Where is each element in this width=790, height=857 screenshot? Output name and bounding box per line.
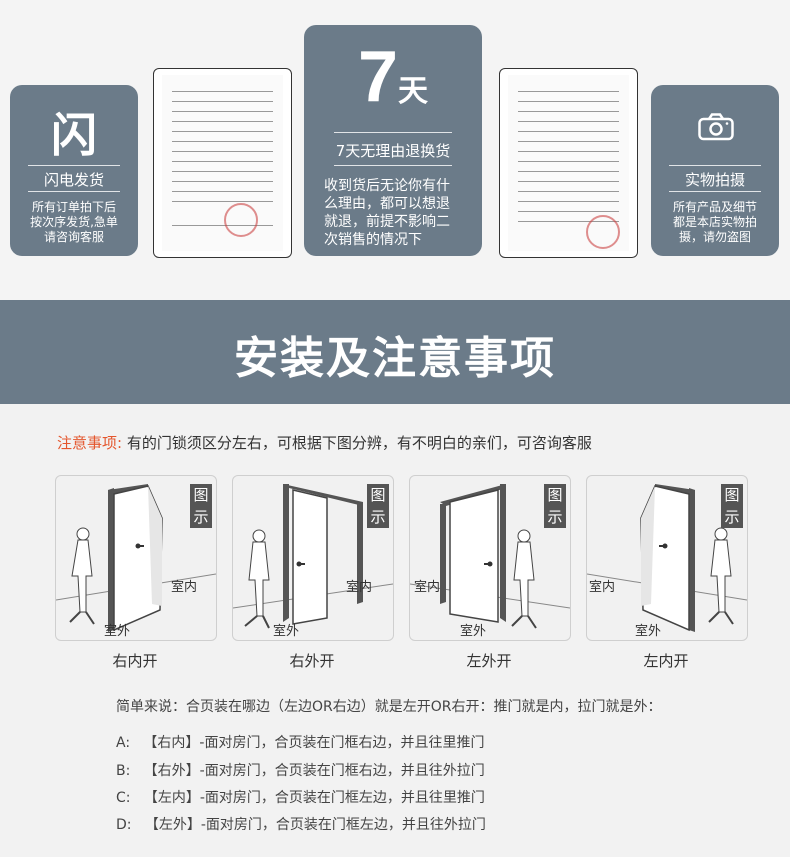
door-illustration (233, 484, 393, 629)
flash-title: 闪电发货 (43, 171, 104, 189)
divider (334, 165, 452, 166)
indoor-label: 室内 (171, 580, 198, 595)
door-illustration (56, 484, 216, 632)
camera-icon (698, 113, 734, 141)
report-document (508, 75, 629, 251)
seven-day-return-card: 7天 7天无理由退换货 收到货后无论你有什 么理由，都可以想退 就退，前提不影响… (304, 25, 482, 256)
tag-char: 图 (547, 486, 563, 504)
return-unit: 天 (398, 74, 429, 109)
diagram-tag: 图 示 (721, 484, 743, 528)
section-title: 安装及注意事项 (234, 333, 556, 384)
desc-line: 都是本店实物拍 (672, 215, 757, 229)
desc-line: 就退，前提不影响二 (324, 214, 450, 230)
return-badge: 7天 (304, 37, 482, 117)
desc-line: 请咨询客服 (43, 230, 104, 244)
photo-title: 实物拍摄 (684, 171, 745, 189)
desc-line: 次销售的情况下 (324, 232, 422, 248)
diagram-tag: 图 示 (367, 484, 389, 528)
tag-char: 图 (724, 486, 740, 504)
door-illustration (410, 484, 570, 629)
divider (28, 191, 120, 192)
door-diagram-right-in: 图 示 室内 室外 (55, 475, 217, 641)
tag-char: 图 (193, 486, 209, 504)
notice-text: 有的门锁须区分左右，可根据下图分辨，有不明白的亲们，可咨询客服 (122, 434, 592, 452)
return-title: 7天无理由退换货 (335, 142, 451, 160)
indoor-label: 室内 (414, 580, 441, 595)
tag-char: 示 (193, 508, 209, 526)
flash-icon: 闪 (51, 108, 97, 162)
tag-char: 示 (547, 508, 563, 526)
notice-label: 注意事项: (57, 434, 123, 452)
door-caption-left-in: 左内开 (643, 652, 689, 670)
desc-line: 摄，请勿盗图 (678, 230, 751, 244)
desc-line: 所有订单拍下后 (31, 200, 116, 214)
door-diagram-right-out: 图 示 室内 室外 (232, 475, 394, 641)
return-desc: 收到货后无论你有什 么理由，都可以想退 就退，前提不影响二 次销售的情况下 (324, 177, 468, 249)
indoor-label: 室内 (346, 580, 373, 595)
diagram-tag: 图 示 (544, 484, 566, 528)
rule-a: A: 【右内】-面对房门，合页装在门框右边，并且往里推门 (116, 735, 485, 751)
door-caption-left-out: 左外开 (466, 652, 512, 670)
return-days: 7 (357, 37, 399, 117)
desc-line: 所有产品及细节 (672, 200, 757, 214)
seal-icon (586, 215, 620, 249)
door-illustration (587, 484, 747, 632)
seal-icon (224, 203, 258, 237)
outdoor-label: 室外 (273, 624, 300, 639)
divider (334, 132, 452, 133)
section-banner: 安装及注意事项 (0, 300, 790, 404)
photo-desc: 所有产品及细节 都是本店实物拍 摄，请勿盗图 (651, 200, 779, 245)
rule-b: B: 【右外】-面对房门，合页装在门框右边，并且往外拉门 (116, 763, 485, 779)
test-report-image-left (153, 68, 292, 258)
door-caption-right-in: 右内开 (112, 652, 158, 670)
flash-desc: 所有订单拍下后 按次序发货,急单 请咨询客服 (10, 200, 138, 245)
door-diagram-left-in: 图 示 室内 室外 (586, 475, 748, 641)
tag-char: 示 (724, 508, 740, 526)
tag-char: 示 (370, 508, 386, 526)
rule-c: C: 【左内】-面对房门，合页装在门框左边，并且往里推门 (116, 790, 485, 806)
service-banner: 闪 闪电发货 所有订单拍下后 按次序发货,急单 请咨询客服 (0, 0, 790, 300)
outdoor-label: 室外 (460, 624, 487, 639)
summary-text: 简单来说：合页装在哪边（左边OR右边）就是左开OR右开：推门就是内，拉门就是外： (116, 699, 662, 715)
divider (669, 191, 761, 192)
divider (669, 165, 761, 166)
divider (28, 165, 120, 166)
indoor-label: 室内 (589, 580, 616, 595)
test-report-image-right (499, 68, 638, 258)
tag-char: 图 (370, 486, 386, 504)
rule-d: D: 【左外】-面对房门，合页装在门框左边，并且往外拉门 (116, 817, 486, 833)
diagram-tag: 图 示 (190, 484, 212, 528)
desc-line: 按次序发货,急单 (30, 215, 118, 229)
outdoor-label: 室外 (104, 624, 131, 639)
desc-line: 收到货后无论你有什 (324, 178, 450, 194)
real-photo-card: 实物拍摄 所有产品及细节 都是本店实物拍 摄，请勿盗图 (651, 85, 779, 256)
outdoor-label: 室外 (635, 624, 662, 639)
door-caption-right-out: 右外开 (289, 652, 335, 670)
report-document (162, 75, 283, 251)
door-diagram-left-out: 图 示 室内 室外 (409, 475, 571, 641)
notice-line: 注意事项: 有的门锁须区分左右，可根据下图分辨，有不明白的亲们，可咨询客服 (57, 432, 592, 453)
flash-delivery-card: 闪 闪电发货 所有订单拍下后 按次序发货,急单 请咨询客服 (10, 85, 138, 256)
desc-line: 么理由，都可以想退 (324, 196, 450, 212)
